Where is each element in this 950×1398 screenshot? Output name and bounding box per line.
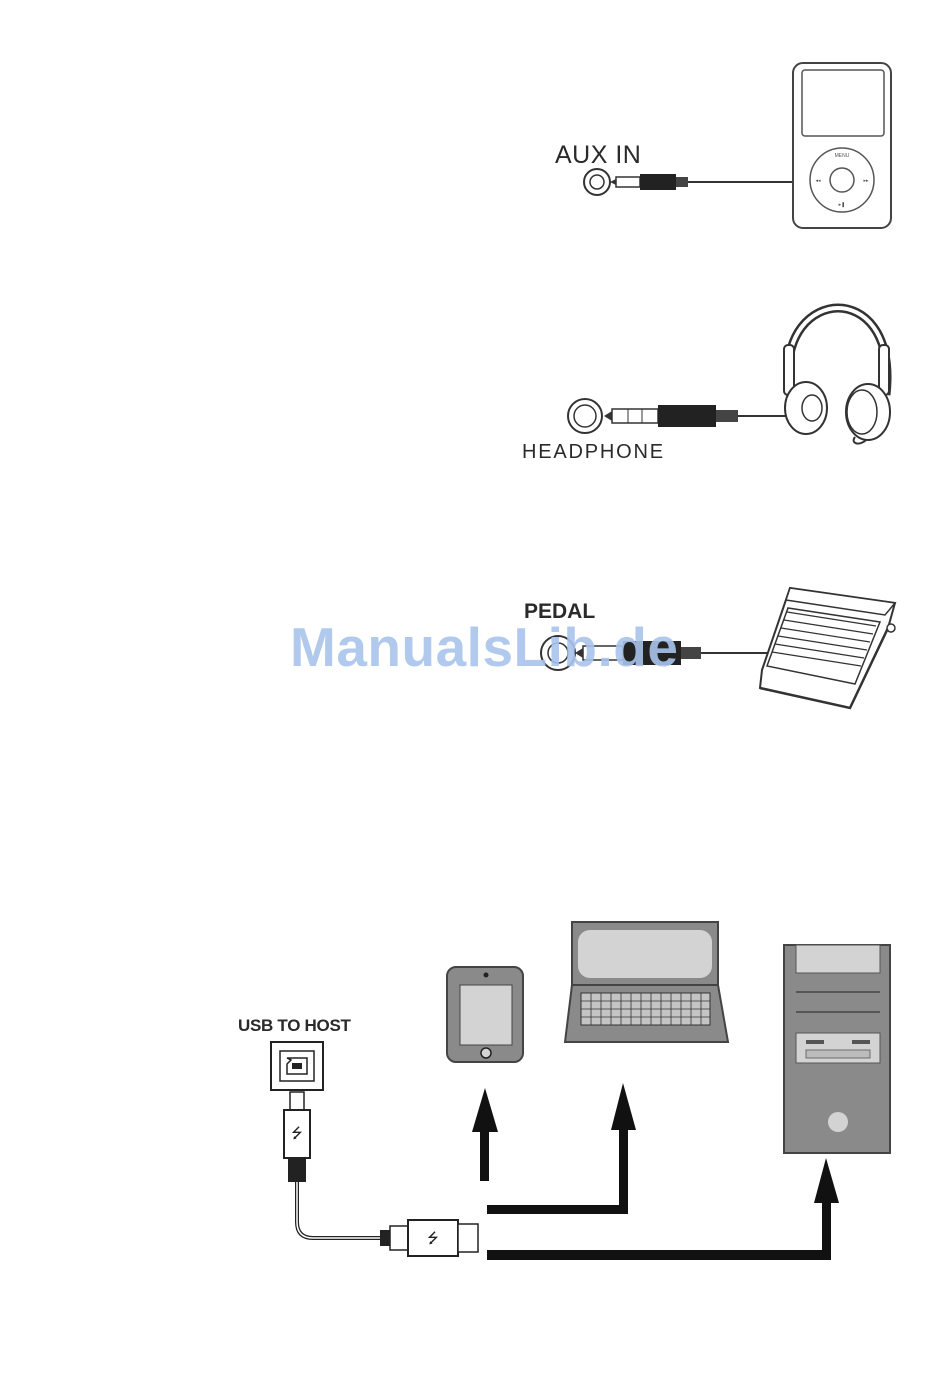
- laptop-icon: [565, 922, 728, 1042]
- headphone-plug: [604, 405, 790, 427]
- headphones-icon: [784, 308, 890, 444]
- watermark: ManualsLib.de: [290, 615, 679, 679]
- headphone-jack: [568, 399, 602, 433]
- usb-b-plug: ⭍: [284, 1092, 310, 1182]
- sustain-pedal-icon: [760, 588, 895, 708]
- usb-b-port: [271, 1042, 323, 1090]
- svg-text:⭍: ⭍: [427, 1231, 439, 1247]
- usb-to-host-label: USB TO HOST: [238, 1016, 351, 1036]
- svg-text:▸❚: ▸❚: [839, 202, 846, 208]
- headphone-label: HEADPHONE: [522, 441, 665, 464]
- svg-text:MENU: MENU: [835, 153, 850, 159]
- svg-text:⭍: ⭍: [291, 1126, 303, 1142]
- svg-text:◂◂: ◂◂: [815, 178, 821, 184]
- desktop-computer-icon: [784, 945, 890, 1153]
- aux-plug: [610, 174, 795, 190]
- svg-text:▸▸: ▸▸: [863, 178, 869, 184]
- usb-a-plug: ⭍: [380, 1220, 478, 1256]
- aux-in-jack: [584, 169, 610, 195]
- music-player-icon: MENU ◂◂ ▸▸ ▸❚: [793, 63, 891, 228]
- usb-cable: [297, 1182, 380, 1238]
- tablet-icon: [447, 967, 523, 1062]
- aux-in-label: AUX IN: [555, 141, 641, 170]
